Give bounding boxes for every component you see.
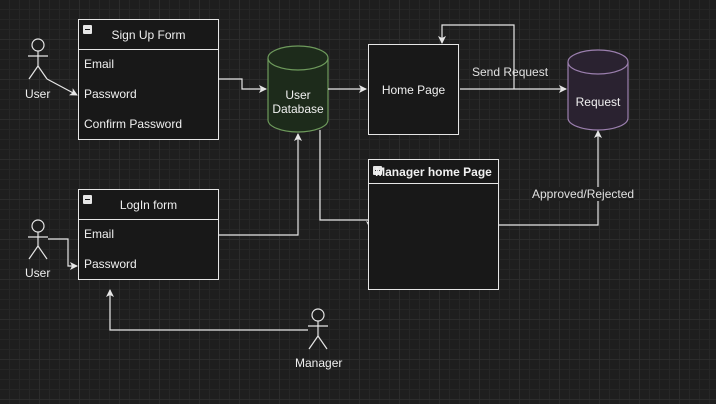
edge-manager-to-login	[106, 289, 308, 331]
login-form-header[interactable]: LogIn form	[79, 190, 218, 220]
approved-rejected-edge-label: Approved/Rejected	[532, 187, 635, 201]
user-actor-bottom-label: User	[25, 266, 51, 280]
user-database-label-line1: User	[285, 88, 311, 102]
manager-actor-figure[interactable]	[308, 308, 328, 350]
send-request-edge-label: Send Request	[472, 65, 549, 79]
login-form-title: LogIn form	[119, 198, 178, 212]
edge-login-to-database	[219, 133, 302, 236]
collapse-icon[interactable]	[373, 166, 382, 175]
signup-confirm-password-field[interactable]: Confirm Password	[84, 117, 183, 131]
edge-signup-to-database	[219, 78, 267, 93]
signup-email-field[interactable]: Email	[84, 57, 115, 71]
request-cylinder[interactable]	[567, 49, 629, 131]
user-actor-top-label: User	[25, 87, 51, 101]
user-database-cylinder[interactable]	[267, 45, 329, 133]
edge-homepage-loop	[438, 24, 515, 89]
collapse-icon[interactable]	[83, 25, 92, 34]
collapse-icon[interactable]	[83, 195, 92, 204]
manager-actor-label: Manager	[295, 356, 343, 370]
user-actor-top-figure[interactable]	[28, 38, 48, 80]
edge-database-to-manager-page	[319, 130, 374, 229]
login-email-field[interactable]: Email	[84, 227, 115, 241]
edge-manager-page-to-request	[499, 130, 602, 226]
signup-form-header[interactable]: Sign Up Form	[79, 20, 218, 50]
user-database-label-line2: Database	[272, 102, 324, 116]
signup-password-field[interactable]: Password	[84, 87, 137, 101]
manager-home-page-header[interactable]: Manager home Page	[369, 160, 498, 184]
manager-home-page-title: Manager home Page	[375, 165, 492, 179]
home-page-label: Home Page	[381, 83, 446, 97]
login-password-field[interactable]: Password	[84, 257, 137, 271]
user-database-label: User Database	[268, 88, 328, 116]
user-actor-bottom-figure[interactable]	[28, 219, 48, 260]
signup-form[interactable]: Sign Up Form Email Password Confirm Pass…	[78, 19, 219, 140]
home-page-box[interactable]: Home Page	[368, 44, 459, 135]
login-form[interactable]: LogIn form Email Password	[78, 189, 219, 280]
edge-user-to-signup	[46, 78, 78, 96]
edge-user-to-login	[48, 238, 78, 270]
manager-home-page-box[interactable]: Manager home Page	[368, 159, 499, 290]
signup-form-title: Sign Up Form	[111, 28, 186, 42]
request-label: Request	[575, 95, 621, 109]
